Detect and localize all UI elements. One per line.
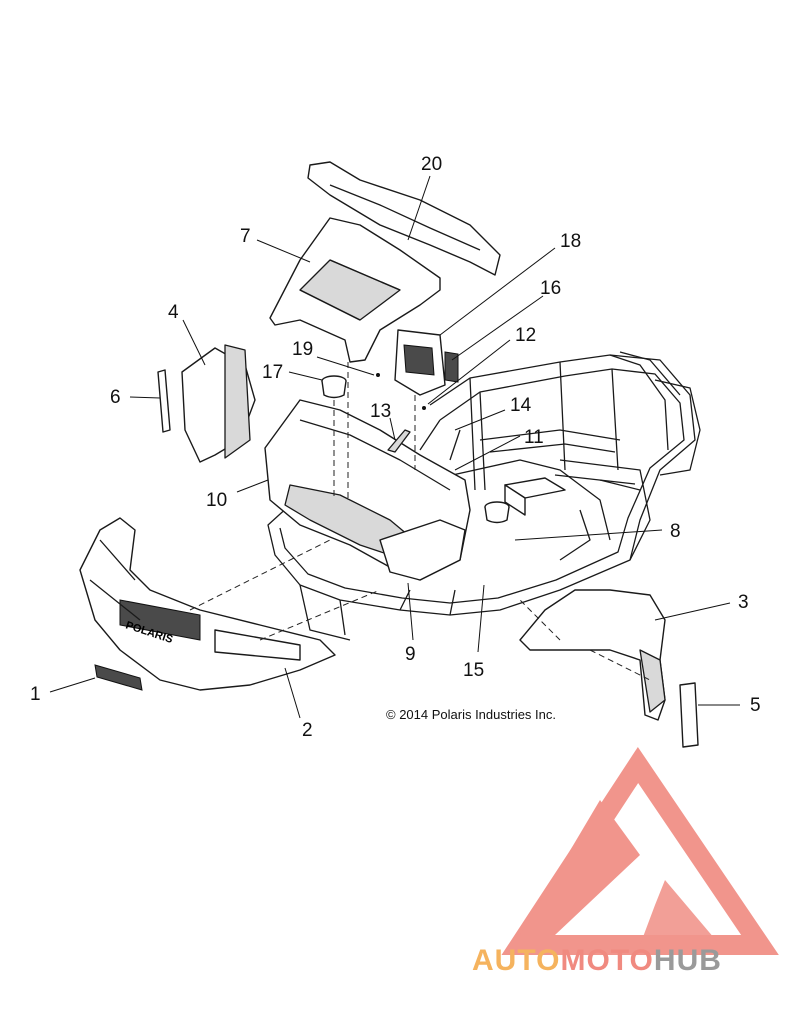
part-4-side-panel bbox=[181, 344, 256, 463]
callout-9: 9 bbox=[405, 644, 416, 665]
callout-19: 19 bbox=[292, 339, 313, 360]
part-11-box bbox=[504, 477, 566, 516]
callout-16: 16 bbox=[540, 278, 561, 299]
part-1-bumper-grille bbox=[94, 664, 143, 691]
part-18-vent-housing bbox=[394, 329, 446, 396]
callout-12: 12 bbox=[515, 325, 536, 346]
part-5-bracket bbox=[679, 682, 699, 748]
callout-10: 10 bbox=[206, 490, 227, 511]
part-16-vent-grille bbox=[444, 351, 459, 383]
callout-17: 17 bbox=[262, 362, 283, 383]
part-20-upper-dash bbox=[307, 161, 501, 276]
part-cup-holder-2 bbox=[484, 501, 510, 524]
wordmark-moto: MOTO bbox=[560, 944, 653, 977]
chassis-frame bbox=[267, 351, 701, 641]
part-12-fastener bbox=[422, 406, 426, 410]
wordmark-auto: AUTO bbox=[472, 944, 560, 977]
callout-5: 5 bbox=[750, 695, 761, 716]
part-2-front-bumper: POLARIS bbox=[79, 517, 336, 691]
callout-4: 4 bbox=[168, 302, 179, 323]
callout-18: 18 bbox=[560, 231, 581, 252]
part-10-dash-panel bbox=[264, 399, 471, 581]
callout-7: 7 bbox=[240, 226, 251, 247]
part-3-fender bbox=[519, 589, 666, 721]
callout-15: 15 bbox=[463, 660, 484, 681]
svg-text:AUTOMOTOHUB: AUTOMOTOHUB bbox=[472, 944, 722, 977]
callout-1: 1 bbox=[30, 684, 41, 705]
callout-3: 3 bbox=[738, 592, 749, 613]
wordmark-hub: HUB bbox=[654, 944, 722, 977]
callout-20: 20 bbox=[421, 154, 442, 175]
automotohub-wordmark: AUTOMOTOHUB bbox=[472, 944, 722, 977]
callout-6: 6 bbox=[110, 387, 121, 408]
part-19-fastener bbox=[376, 373, 380, 377]
callout-11: 11 bbox=[524, 427, 544, 448]
callout-13: 13 bbox=[370, 401, 391, 422]
part-13-trim bbox=[387, 429, 411, 453]
assembly-lines bbox=[189, 362, 651, 681]
copyright-text: © 2014 Polaris Industries Inc. bbox=[386, 707, 556, 722]
leader-lines bbox=[49, 175, 740, 719]
part-6-bracket bbox=[157, 369, 171, 433]
callout-8: 8 bbox=[670, 521, 681, 542]
callout-2: 2 bbox=[302, 720, 313, 741]
callout-14: 14 bbox=[510, 395, 532, 416]
callout-labels: 1 2 3 4 5 6 7 8 9 10 11 12 13 14 15 16 1… bbox=[30, 154, 761, 741]
automotohub-logo bbox=[501, 746, 779, 955]
part-7-hood bbox=[269, 217, 441, 363]
part-17-cup-holder bbox=[321, 375, 347, 399]
